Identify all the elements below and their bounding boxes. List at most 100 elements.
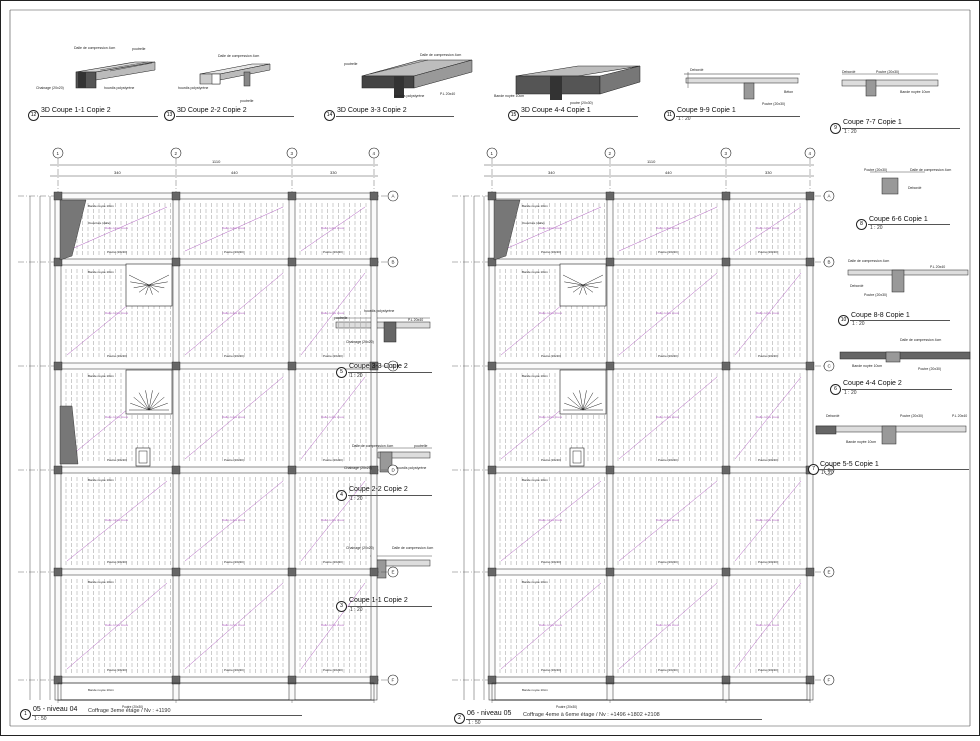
callout-label: P.L 20x40 — [440, 92, 456, 96]
stair-tread — [138, 392, 150, 411]
title-underline — [336, 116, 454, 117]
span-direction-line — [618, 272, 718, 356]
column — [287, 465, 297, 475]
grid-bubble — [387, 674, 399, 686]
title-underline — [348, 606, 432, 607]
section-title: Coupe 9-9 Copie 1 — [677, 107, 736, 114]
stair-tread — [133, 396, 150, 411]
beam-label: Poutre (20x30) — [758, 560, 778, 564]
callout-label: hourdis polystyrène — [364, 309, 395, 313]
column — [171, 191, 181, 201]
beam-label: Poutre (20x30) — [323, 458, 343, 462]
grid-bubble — [286, 147, 298, 159]
column — [171, 567, 181, 577]
section-scale: 1 : 20 — [852, 321, 865, 327]
grid-bubble — [823, 566, 835, 578]
title-underline — [819, 469, 969, 470]
3d-view-coupe-1-1 — [75, 61, 156, 89]
plan-number-badge: 2 — [454, 713, 465, 724]
shaft — [569, 447, 585, 467]
beam — [606, 195, 614, 701]
callout-label: Bande noyée 10cm — [846, 440, 877, 444]
slab-label: Dalle corps creux — [756, 518, 780, 522]
band-label: Bande noyée 10cm — [522, 688, 548, 692]
column — [721, 191, 731, 201]
title-underline — [40, 116, 158, 117]
column — [805, 257, 815, 267]
column — [171, 257, 181, 267]
slab-label: Dalle corps creux — [222, 415, 246, 419]
slab-label: Dalle corps creux — [539, 226, 563, 230]
view-number-badge: 13 — [164, 110, 175, 121]
slab-label: Dalle corps creux — [656, 518, 680, 522]
grid-bubble-label: E — [828, 570, 831, 575]
section-coupe-5-5 — [815, 425, 967, 445]
beam — [491, 466, 811, 474]
beam — [57, 258, 375, 266]
stair-tread — [130, 402, 150, 411]
title-underline — [842, 128, 960, 129]
beam — [57, 676, 375, 684]
slab-label: Dalle corps creux — [222, 311, 246, 315]
beam-label: Poutre (20x30) — [224, 354, 244, 358]
beam-label: Poutre (20x30) — [323, 560, 343, 564]
beam-label: Poutre (20x30) — [107, 250, 127, 254]
beam-label: Poutre (20x30) — [541, 458, 561, 462]
callout-label: poutre (20x30) — [570, 101, 593, 105]
view-number-badge: 12 — [28, 110, 39, 121]
column — [369, 465, 379, 475]
callout-label: Poutre (20x30) — [876, 70, 900, 74]
section-title: Coupe 7-7 Copie 1 — [843, 119, 902, 126]
plan-number-badge: 1 — [20, 709, 31, 720]
view-title: 3D Coupe 3-3 Copie 2 — [337, 107, 407, 114]
callout-label: Poutre (20x30) — [864, 168, 888, 172]
slab-label: Dalle corps creux — [539, 623, 563, 627]
section-number-badge: 9 — [830, 123, 841, 134]
callout-label: Chainage (20x20) — [344, 466, 372, 470]
section-title: Coupe 8-8 Copie 1 — [851, 312, 910, 319]
slab-label: Dalle corps creux — [539, 518, 563, 522]
slab-label: Dalle corps creux — [222, 623, 246, 627]
column — [53, 257, 63, 267]
beam-label: Poutre (20x30) — [323, 668, 343, 672]
grid-bubble-label: 2 — [609, 151, 612, 156]
column — [721, 675, 731, 685]
beam — [491, 258, 811, 266]
beam-label: Poutre (20x30) — [323, 250, 343, 254]
grid-bubble — [387, 464, 399, 476]
section-coupe-4-4-copie-2 — [839, 351, 971, 363]
section-title: Coupe 5-5 Copie 1 — [820, 461, 879, 468]
stair-tread — [582, 392, 594, 411]
beam-label: Poutre (20x30) — [541, 250, 561, 254]
slab-label: Dalle corps creux — [222, 518, 246, 522]
grid-bubble-label: B — [392, 260, 395, 265]
plan-title: 05 - niveau 04 — [33, 706, 78, 713]
section-title: Coupe 6-6 Copie 1 — [869, 216, 928, 223]
grid-bubble-label: D — [392, 468, 396, 473]
span-direction-line — [184, 206, 284, 252]
beam — [370, 195, 378, 701]
grid-bubble-label: A — [392, 194, 395, 199]
column — [53, 567, 63, 577]
span-direction-line — [618, 480, 718, 562]
beam-label: Poutre (20x30) — [758, 250, 778, 254]
beam — [57, 568, 375, 576]
stair-tread — [148, 390, 153, 411]
beam-label: Poutre (20x30) — [107, 458, 127, 462]
column — [287, 567, 297, 577]
column — [487, 567, 497, 577]
beam-label: Poutre (20x30) — [224, 668, 244, 672]
band-label: Bande noyée 10cm — [522, 580, 548, 584]
callout-label: Debordé — [842, 70, 856, 74]
section-coupe-7-7 — [841, 73, 939, 97]
callout-label: Poutre (20x30) — [918, 367, 942, 371]
title-underline — [32, 715, 302, 716]
grid-bubble-label: B — [828, 260, 831, 265]
section-scale: 1 : 20 — [350, 496, 363, 502]
grid-bubble — [387, 566, 399, 578]
slab-label: Dalle corps creux — [321, 311, 345, 315]
section-title: Coupe 3-3 Copie 2 — [349, 363, 408, 370]
stair-tread — [138, 284, 150, 293]
column — [287, 191, 297, 201]
